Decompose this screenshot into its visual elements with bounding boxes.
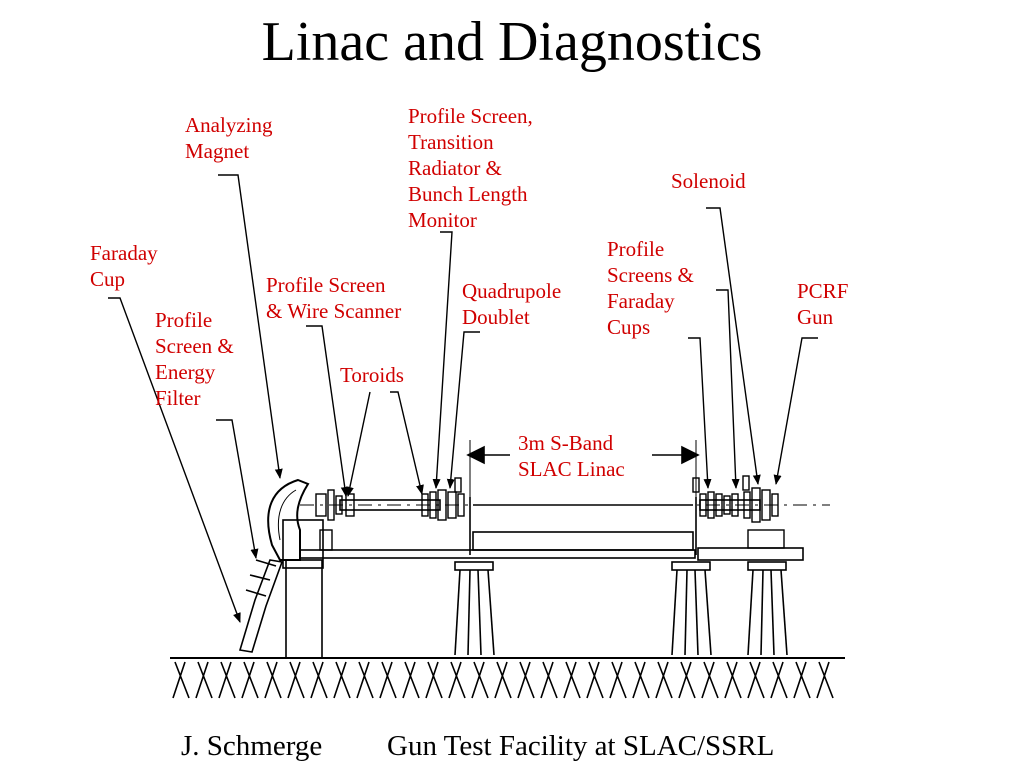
label-solenoid: Solenoid xyxy=(671,169,746,193)
label-analyzing-magnet: Analyzing Magnet xyxy=(185,113,273,163)
label-profile-screen-wire-scanner: Profile Screen & Wire Scanner xyxy=(266,273,402,323)
label-profile-screen-transition-radiator: Profile Screen, Transition Radiator & Bu… xyxy=(408,104,533,232)
label-faraday-cup: Faraday Cup xyxy=(90,241,158,291)
label-pcrf-gun: PCRF Gun xyxy=(797,279,849,329)
ground-hatch xyxy=(172,661,834,699)
label-toroids: Toroids xyxy=(340,363,404,387)
page-title: Linac and Diagnostics xyxy=(261,11,763,73)
footer-author: J. Schmerge xyxy=(181,730,323,762)
footer-facility: Gun Test Facility at SLAC/SSRL xyxy=(387,730,775,762)
label-quadrupole-doublet: Quadrupole Doublet xyxy=(462,279,562,329)
label-profile-screen-energy-filter: Profile Screen & Energy Filter xyxy=(155,308,234,410)
linac-dimension-label: 3m S-Band SLAC Linac xyxy=(518,431,625,481)
label-profile-screens-faraday-cups: Profile Screens & Faraday Cups xyxy=(607,237,694,339)
